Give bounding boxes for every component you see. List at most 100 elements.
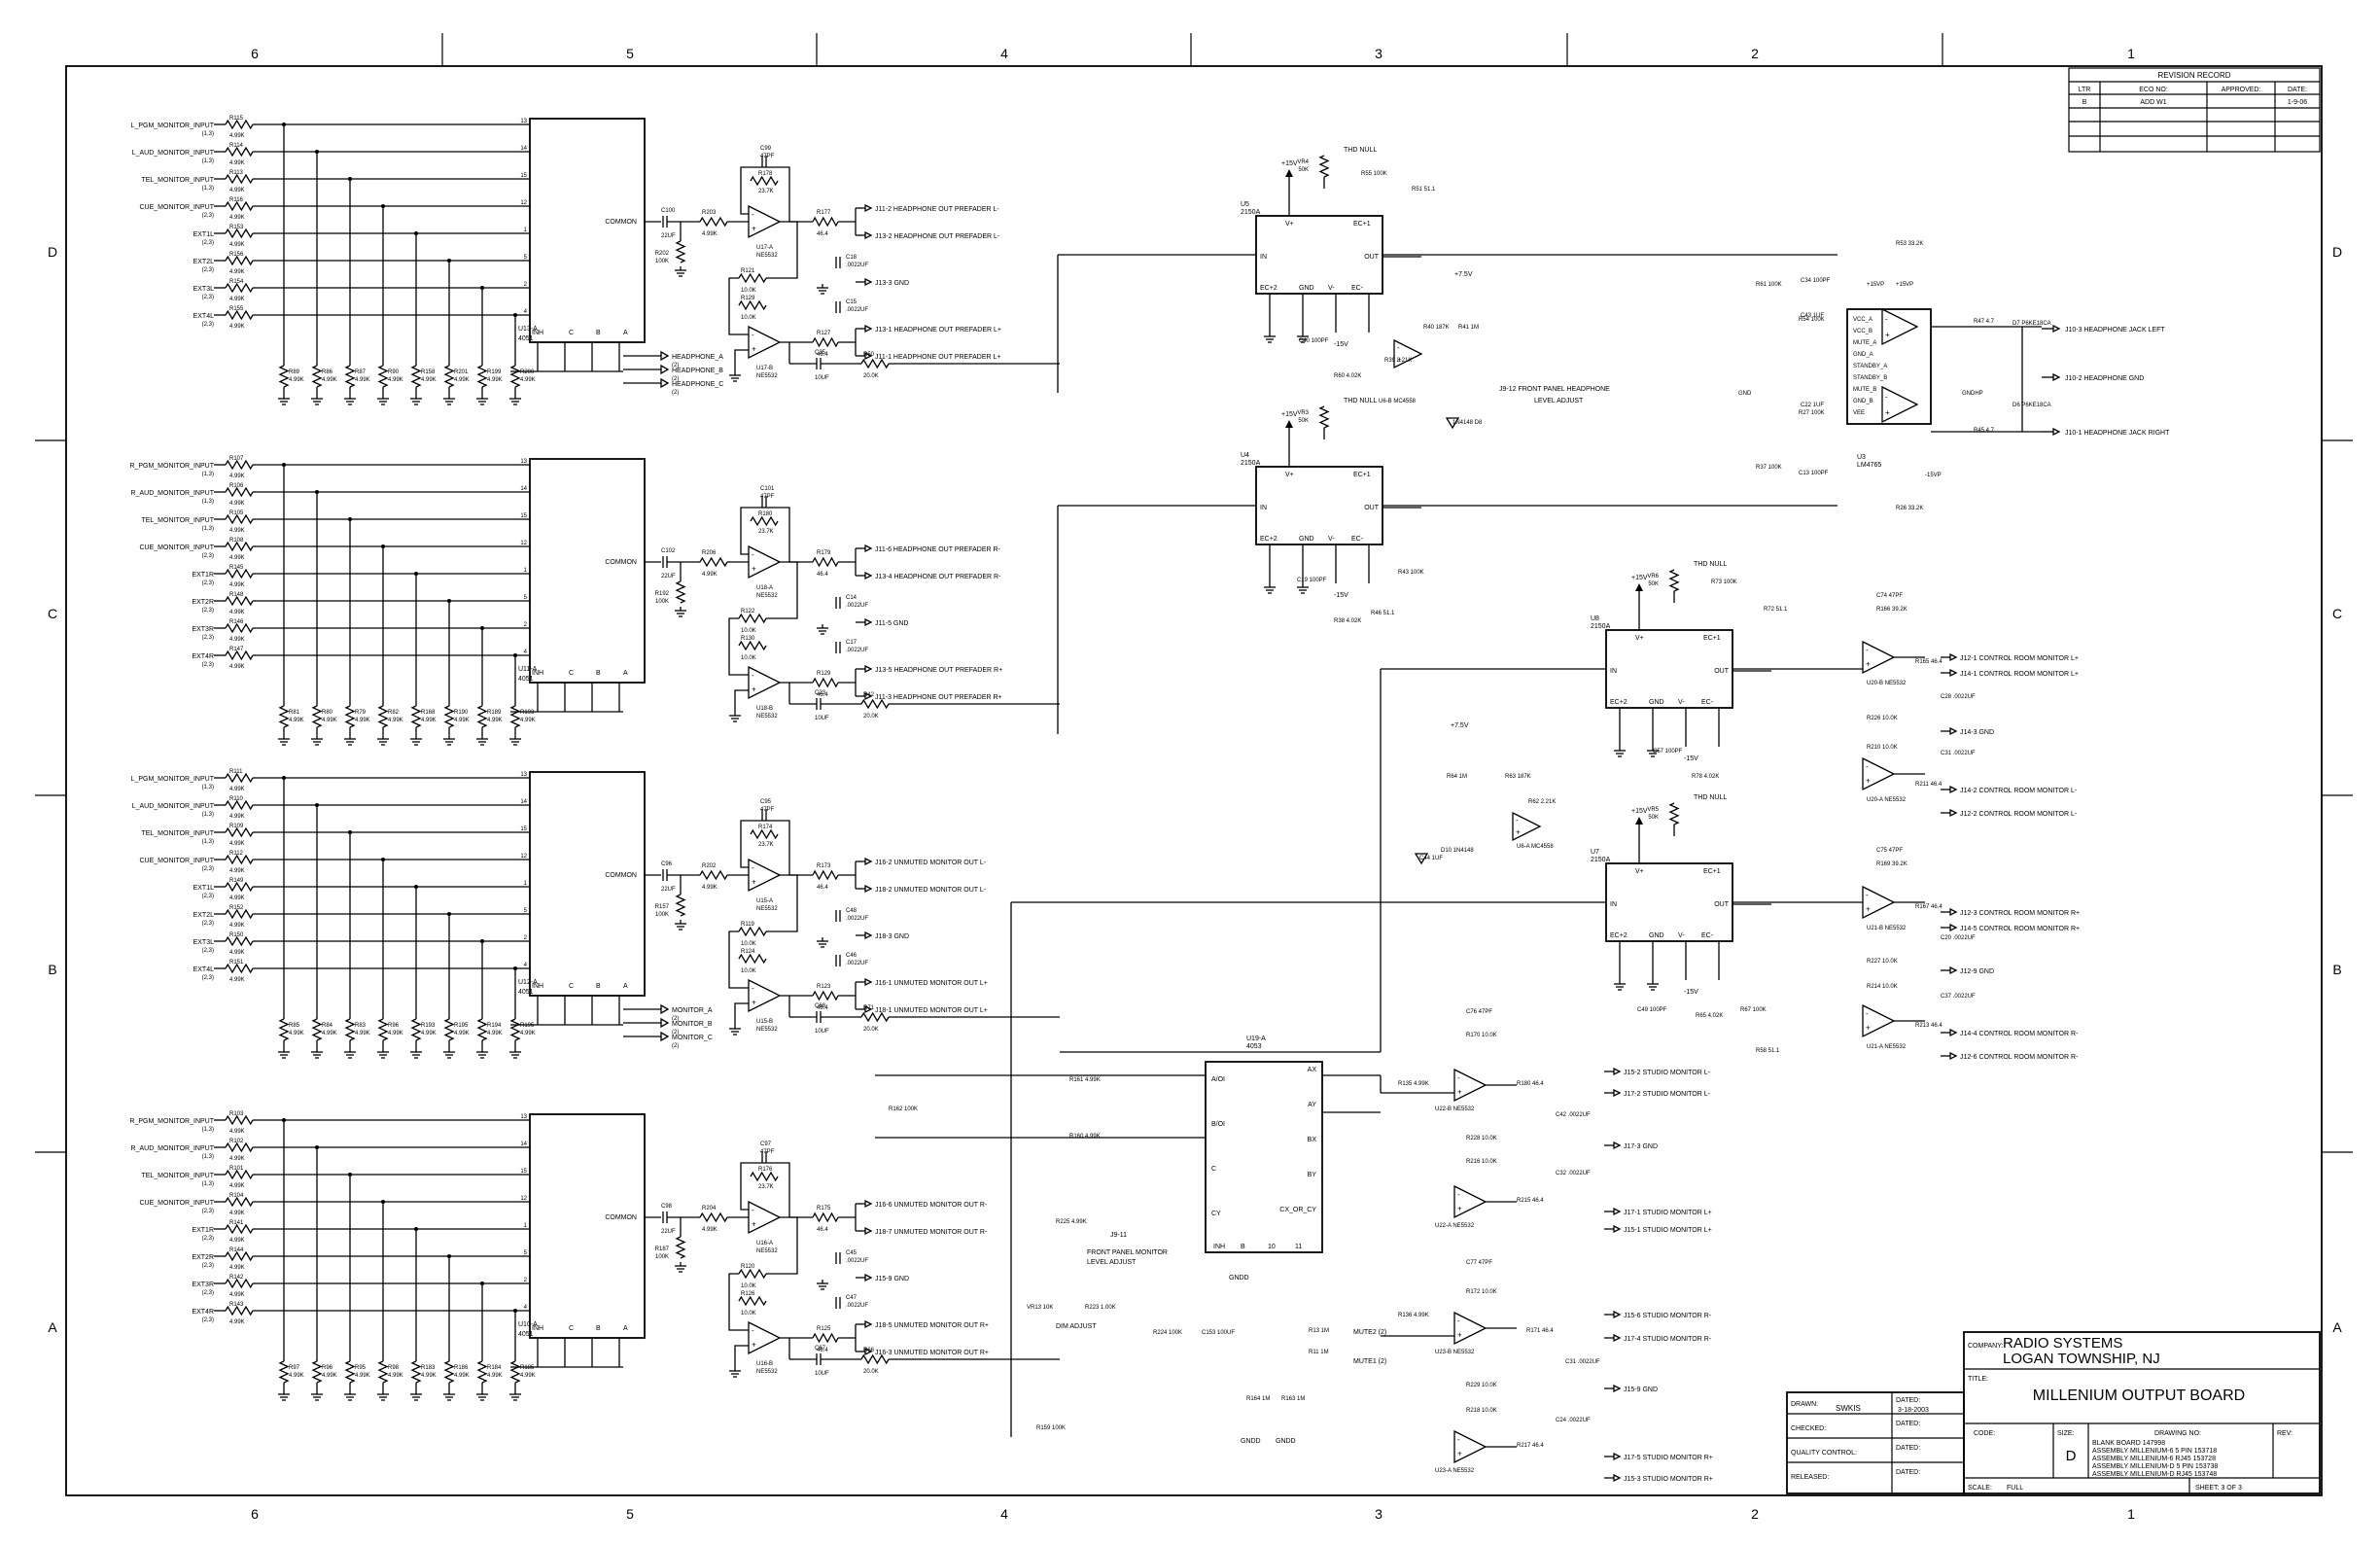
shunt-resistor — [476, 1018, 488, 1041]
input-label: R_PGM_MONITOR_INPUT — [129, 1118, 214, 1125]
mux-input-pin: 14 — [520, 1141, 527, 1147]
revision-header-eco: ECO NO: — [2139, 87, 2168, 93]
zone-column-6-bottom: 6 — [251, 1506, 259, 1522]
cap-value: 22UF — [661, 887, 676, 893]
control-sub: (2) — [672, 363, 679, 369]
shunt-resistor-ref: R83 — [355, 1023, 367, 1029]
input-label: EXT1L — [193, 231, 215, 238]
op-amp-U17-B: -+ — [748, 325, 782, 360]
gain-wire — [766, 874, 798, 932]
switch-part-label: C153 100UF — [1202, 1330, 1235, 1336]
cr-jack-label: J12-9 GND — [1960, 968, 1994, 975]
input-label: EXT3L — [193, 939, 215, 946]
control-room-section: -+U20-B NE5532-+U20-A NE5532-+U21-B NE55… — [1732, 593, 2080, 1061]
coupling-capacitor — [662, 556, 668, 568]
gain-res-ref: R119 — [741, 922, 755, 928]
ground-symbol — [278, 735, 290, 746]
input-resistor — [225, 881, 254, 893]
vca-type: 2150A — [1241, 460, 1261, 467]
input-resistor — [225, 650, 254, 661]
fb-cap-value: 47PF — [760, 807, 775, 813]
noninverting-pin: + — [752, 225, 756, 233]
out-res-ref: R125 — [817, 1326, 831, 1332]
studio-chip-label: U23-A NE5532 — [1435, 1468, 1475, 1474]
shunt-resistor-value: 4.99K — [322, 377, 337, 383]
shunt-resistor — [509, 365, 521, 388]
ground-symbol — [311, 1048, 323, 1059]
vca-part: U5 — [1241, 201, 1249, 208]
ground-symbol — [443, 735, 455, 746]
ground-symbol — [476, 1048, 488, 1059]
ground-symbol — [729, 1025, 741, 1036]
hp-amp-rail: -15VP — [1925, 473, 1942, 478]
filter-cap-ref: C47 — [846, 1295, 858, 1301]
mux-common-pin: COMMON — [605, 1214, 637, 1221]
filter-cap-ref: C46 — [846, 953, 858, 959]
inverting-pin: - — [1457, 1190, 1460, 1199]
hp-gnd-label: GND — [1738, 391, 1752, 397]
input-sub: (2,3) — [202, 608, 214, 614]
switch-part-label: R13 1M — [1309, 1328, 1329, 1334]
hp-level-label2: LEVEL ADJUST — [1534, 398, 1584, 404]
noninverting-pin: + — [752, 1220, 756, 1229]
pulldown-ref: R192 — [655, 591, 670, 597]
input-sub: (2,3) — [202, 322, 214, 328]
switch-pin-left: A/OI — [1211, 1076, 1225, 1083]
inverting-pin: - — [1885, 315, 1888, 324]
filter-cap-value: .0022UF — [846, 1258, 868, 1264]
hp-amp-part: U3 — [1857, 454, 1866, 461]
shunt-resistor — [344, 1360, 356, 1384]
filter-cap-value: .0022UF — [846, 603, 868, 609]
vca-part-c57: C57 100PF — [1653, 749, 1683, 755]
noninverting-pin: + — [1457, 1450, 1462, 1458]
inverting-pin: - — [1866, 1009, 1869, 1018]
hp-amp-part-label: C34 100PF — [1801, 278, 1831, 284]
input-resistor-ref: R146 — [229, 619, 244, 625]
mux-type: 4051 — [518, 335, 534, 342]
vca-pin-ecplus1: EC+1 — [1353, 221, 1371, 228]
vca-type: 2150A — [1591, 623, 1611, 630]
studio-part-label: C32 .0022UF — [1556, 1171, 1591, 1176]
zone-row-C: C — [48, 606, 57, 621]
hp-amp-part-label: R26 33.2K — [1896, 506, 1923, 511]
mux-input-pin: 4 — [524, 963, 528, 968]
input-label: EXT3R — [192, 626, 214, 633]
cr-part-label: C31 .0022UF — [1941, 751, 1976, 756]
input-label: R_PGM_MONITOR_INPUT — [129, 463, 214, 470]
vca-pin-ecplus1: EC+1 — [1703, 868, 1721, 875]
revision-header-ltr: LTR — [2079, 87, 2091, 93]
shunt-resistor-value: 4.99K — [355, 1031, 370, 1036]
supply-arrow — [1635, 817, 1643, 825]
filter-cap-ref: C14 — [846, 595, 858, 601]
zone-column-4: 4 — [1000, 46, 1008, 61]
shunt-resistor-value: 4.99K — [322, 718, 337, 723]
input-resistor-ref: R151 — [229, 960, 244, 966]
studio-part-label: R170 10.0K — [1466, 1033, 1497, 1038]
noninverting-pin: + — [1866, 1024, 1871, 1033]
input-resistor-value: 4.99K — [229, 324, 245, 330]
switch-label: J9-11 — [1110, 1232, 1127, 1239]
shunt-resistor — [311, 1018, 323, 1041]
mux-input-pin: 15 — [520, 513, 527, 519]
studio-part-label: R136 4.99K — [1398, 1313, 1429, 1318]
fb-cap-value: 47PF — [760, 154, 775, 159]
shunt-resistor — [476, 705, 488, 728]
input-resistor — [225, 119, 254, 130]
inverting-pin: - — [1397, 343, 1400, 352]
company-name: RADIO SYSTEMS — [2003, 1335, 2122, 1352]
ground-symbol — [729, 371, 741, 382]
revision-eco: ADD W1 — [2140, 99, 2166, 106]
zone-column-4-bottom: 4 — [1000, 1506, 1008, 1522]
input-sub: (2,3) — [202, 213, 214, 219]
title-label: TITLE: — [1968, 1376, 1988, 1383]
input-label: TEL_MONITOR_INPUT — [141, 177, 214, 184]
vca-part-r46: R46 51.1 — [1371, 611, 1395, 616]
input-sub: (2,3) — [202, 1209, 214, 1214]
op-amp-body — [1453, 1184, 1488, 1219]
input-resistor — [225, 486, 254, 498]
cr-chip-label: U20-A NE5532 — [1867, 797, 1907, 803]
studio-jack-label: J15-9 GND — [1624, 1387, 1658, 1393]
op-amp-chip: NE5532 — [756, 253, 778, 259]
switch-label: MUTE1 (2) — [1353, 1358, 1386, 1365]
shunt-resistor-ref: R168 — [421, 710, 436, 716]
